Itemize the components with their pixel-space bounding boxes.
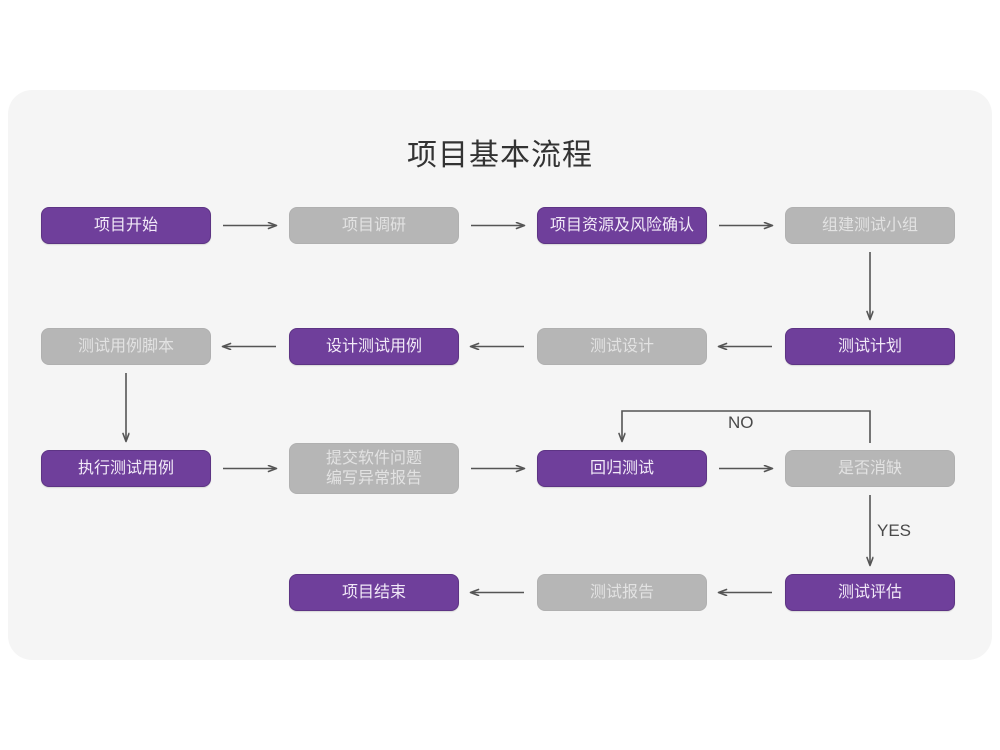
- node-project-end[interactable]: 项目结束: [289, 574, 459, 611]
- node-project-start[interactable]: 项目开始: [41, 207, 211, 244]
- edge-label-yes-label: YES: [877, 521, 912, 540]
- node-build-test-team[interactable]: 组建测试小组: [785, 207, 955, 244]
- node-test-plan[interactable]: 测试计划: [785, 328, 955, 365]
- node-regression-test[interactable]: 回归测试: [537, 450, 707, 487]
- node-design-test-case[interactable]: 设计测试用例: [289, 328, 459, 365]
- node-submit-defect-report[interactable]: 提交软件问题 编写异常报告: [289, 443, 459, 494]
- node-test-design[interactable]: 测试设计: [537, 328, 707, 365]
- node-test-evaluation[interactable]: 测试评估: [785, 574, 955, 611]
- page-title: 项目基本流程: [407, 139, 593, 172]
- node-execute-test-case[interactable]: 执行测试用例: [41, 450, 211, 487]
- node-defect-cleared[interactable]: 是否消缺: [785, 450, 955, 487]
- edge-label-no-label: NO: [728, 413, 754, 432]
- flowchart-card: [8, 90, 992, 660]
- node-resource-risk-confirm[interactable]: 项目资源及风险确认: [537, 207, 707, 244]
- node-project-research[interactable]: 项目调研: [289, 207, 459, 244]
- node-test-case-script[interactable]: 测试用例脚本: [41, 328, 211, 365]
- node-test-report[interactable]: 测试报告: [537, 574, 707, 611]
